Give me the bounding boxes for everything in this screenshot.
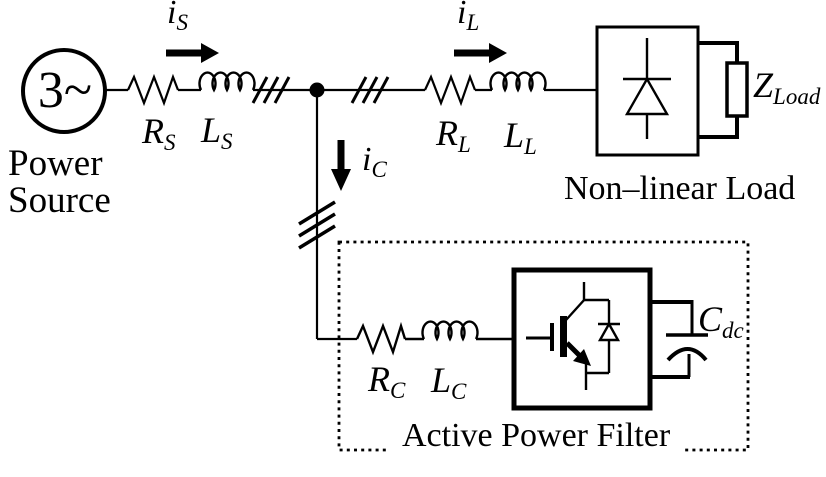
il-current-label: iL (457, 0, 479, 34)
active-power-filter-label: Active Power Filter (388, 418, 685, 454)
is-base: i (167, 0, 177, 31)
three-phase-marks-filter (298, 200, 336, 250)
rs-base: R (142, 111, 164, 151)
rc-label: RC (368, 361, 405, 402)
is-current-label: iS (167, 0, 188, 34)
ls-sub: S (221, 129, 233, 154)
converter-box (511, 267, 653, 411)
il-sub: L (466, 10, 480, 35)
filter-branch-wire (315, 97, 357, 341)
diode-symbol (623, 38, 671, 139)
ls-label: LS (201, 112, 233, 153)
is-arrow (166, 43, 219, 63)
igbt-symbol (526, 282, 609, 390)
lc-sub: C (451, 379, 467, 404)
cdc-label: Cdc (698, 301, 744, 342)
nonlinear-load-label: Non–linear Load (564, 170, 796, 207)
rc-resistor (355, 321, 407, 356)
ic-base: i (362, 141, 372, 178)
ll-inductor (489, 71, 547, 93)
zload-base: Z (753, 65, 774, 105)
zload-sub: Load (773, 84, 821, 109)
ll-base: L (504, 115, 525, 155)
cdc-base: C (698, 299, 723, 339)
power-source-label: Power Source (8, 143, 111, 221)
three-phase-marks-source (251, 76, 291, 104)
ls-base: L (201, 110, 222, 150)
zload-label: ZLoad (753, 67, 820, 108)
il-base: i (457, 0, 467, 31)
rc-base: R (368, 359, 390, 399)
il-arrow (454, 43, 507, 63)
cdc-capacitor (650, 300, 708, 379)
ic-sub: C (371, 157, 387, 182)
rl-resistor (424, 73, 477, 107)
rl-label: RL (436, 115, 471, 156)
nonlinear-load-box (595, 25, 700, 157)
rs-label: RS (142, 113, 176, 154)
three-phase-marks-load (350, 76, 390, 104)
is-sub: S (176, 10, 188, 35)
rl-sub: L (458, 132, 471, 157)
freewheel-diode (597, 300, 621, 373)
pcc-node (309, 82, 325, 98)
lc-base: L (431, 360, 452, 400)
zload-resistor (698, 41, 749, 139)
lc-inductor (421, 320, 479, 342)
ll-label: LL (504, 117, 537, 158)
ic-current-label: iC (362, 141, 387, 182)
lc-label: LC (431, 362, 466, 403)
rl-base: R (436, 113, 458, 153)
rs-resistor (127, 73, 180, 107)
ls-inductor (198, 71, 256, 93)
rc-sub: C (390, 378, 406, 403)
ll-sub: L (524, 134, 537, 159)
rs-sub: S (164, 130, 176, 155)
source-symbol-label: 3~ (37, 61, 93, 119)
ic-arrow (331, 140, 351, 191)
cdc-sub: dc (722, 318, 744, 343)
